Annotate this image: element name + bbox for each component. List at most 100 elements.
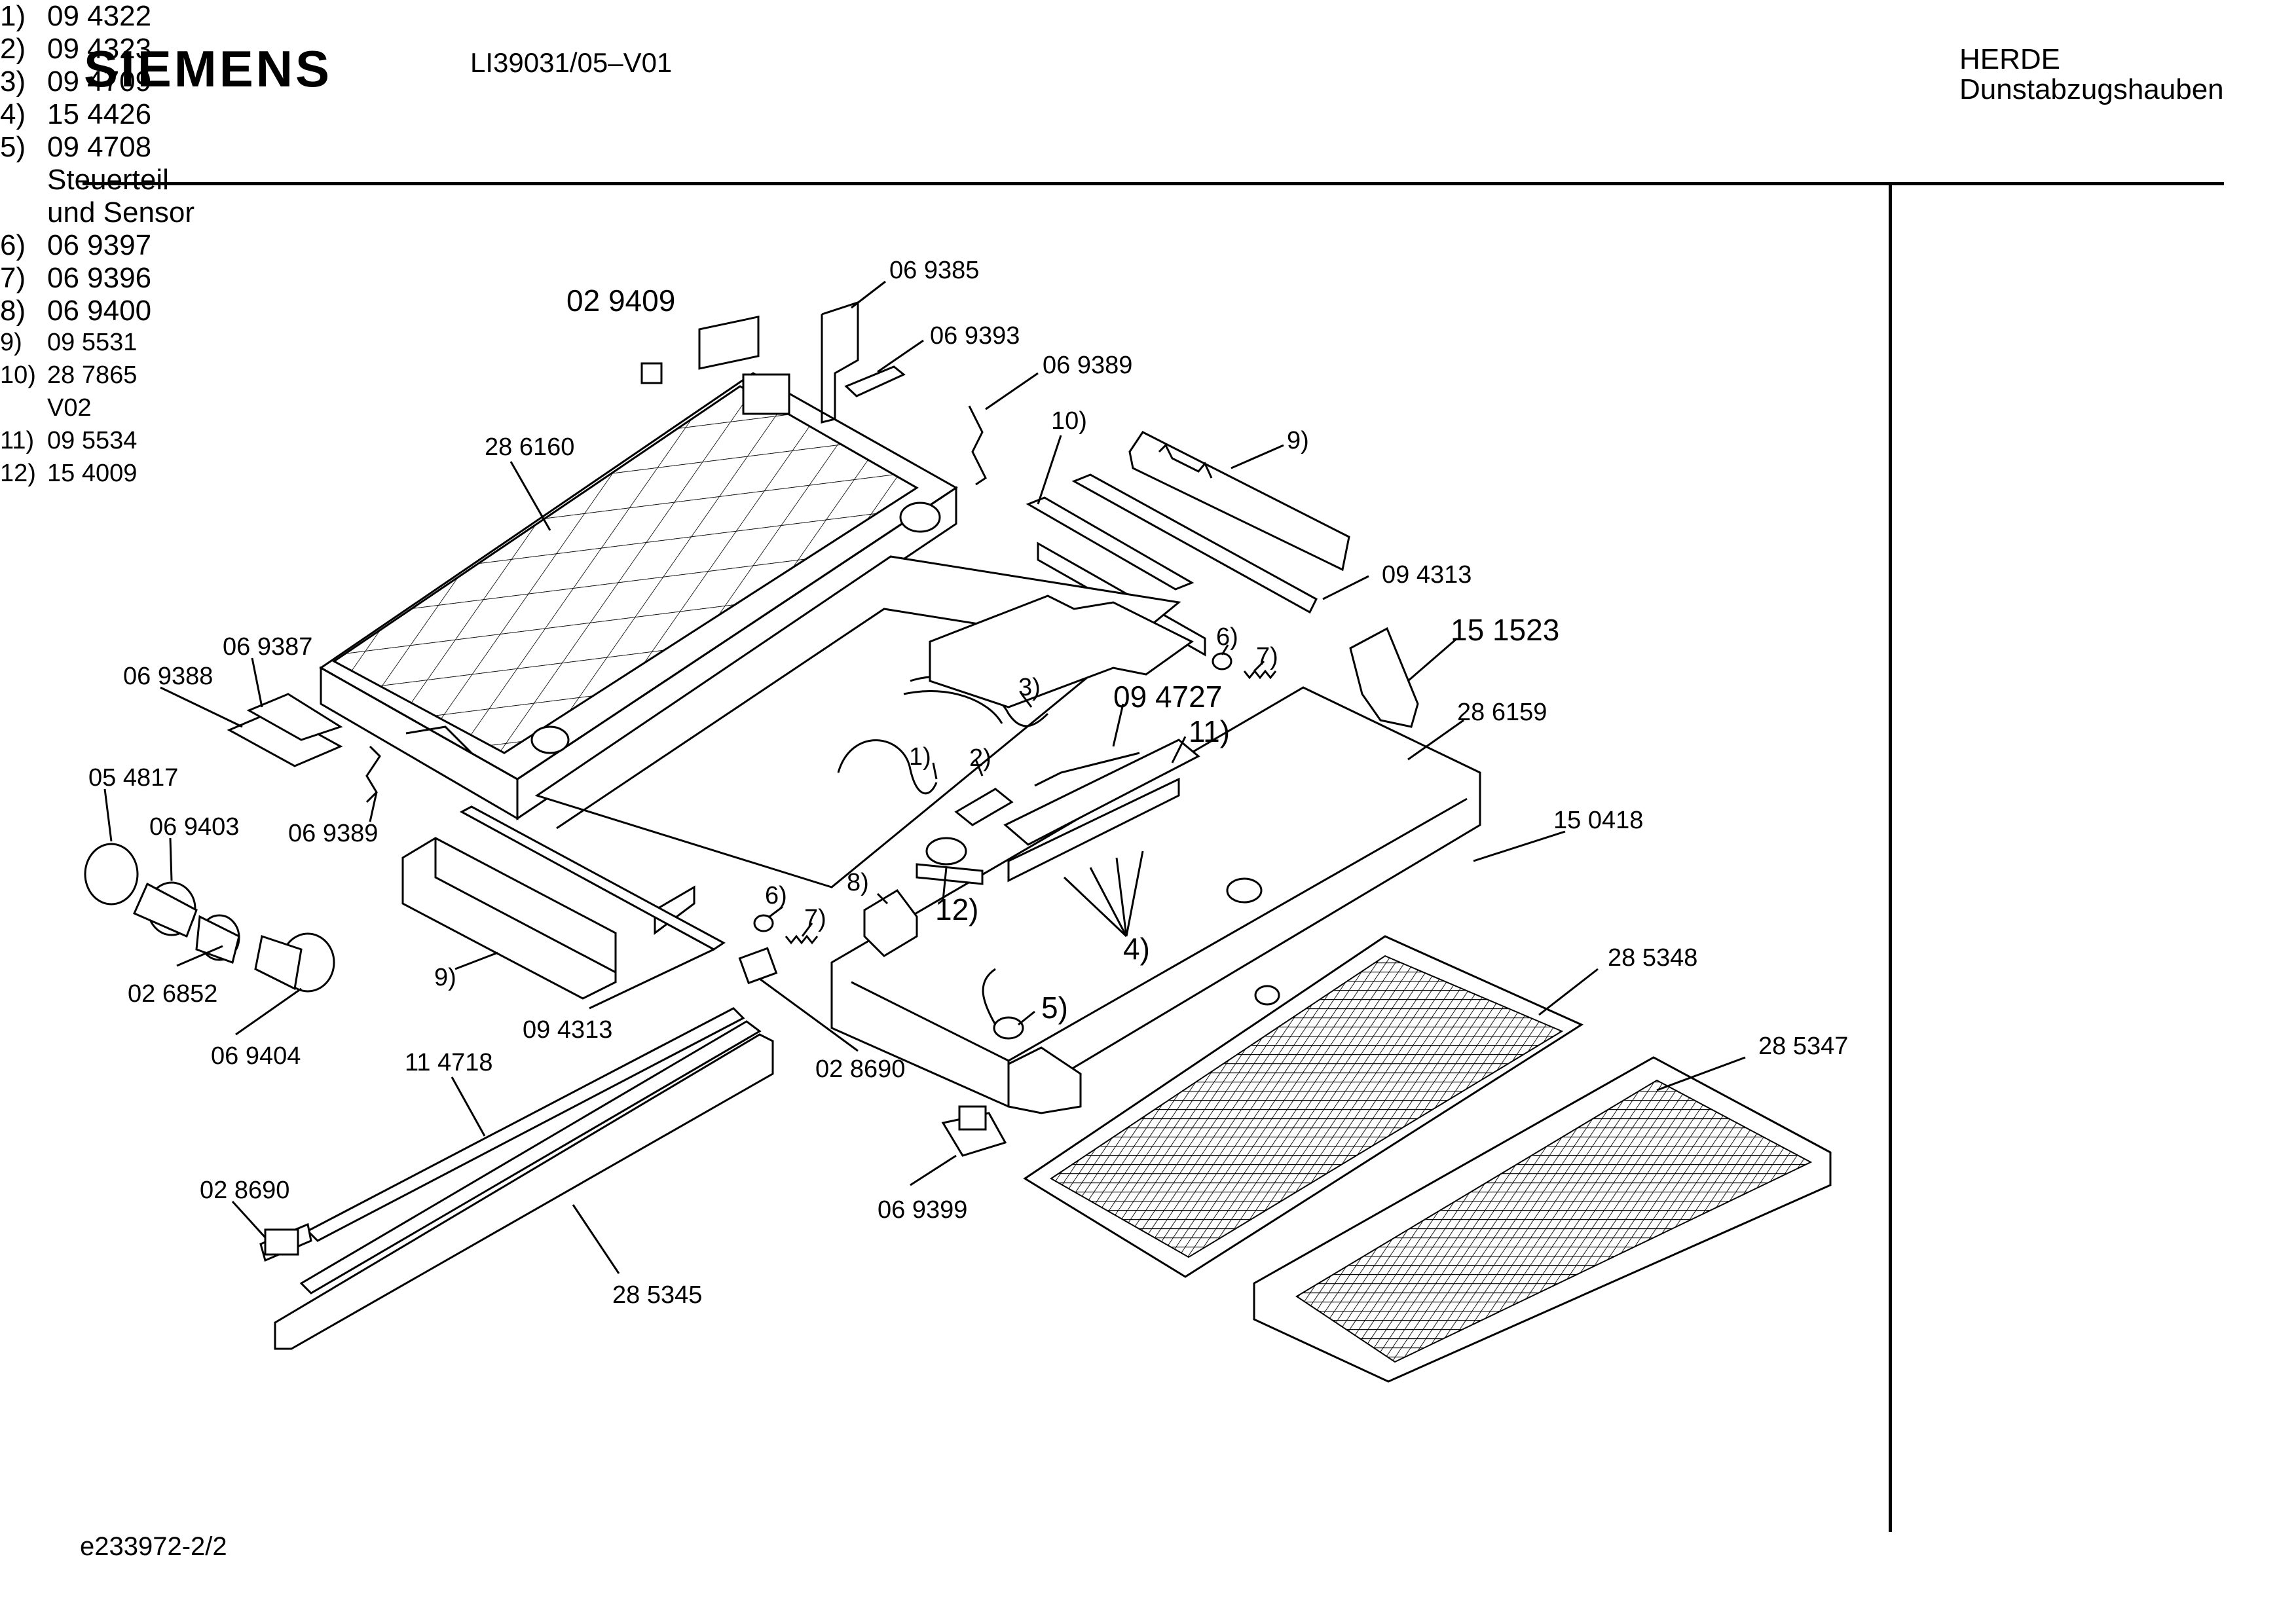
model-number: LI39031/05–V01 bbox=[470, 47, 673, 78]
callout-029409: 02 9409 bbox=[566, 284, 675, 318]
spring-part bbox=[753, 652, 1277, 945]
legend-code: und Sensor bbox=[47, 196, 195, 229]
legend-code: 09 4709 bbox=[47, 65, 152, 98]
callout-6-bottom: 6) bbox=[765, 882, 787, 909]
legend-row: 2)09 4323 bbox=[0, 33, 151, 65]
legend-code: 28 7865 bbox=[47, 361, 138, 389]
lower-rail-part bbox=[401, 805, 726, 1000]
legend-row: 9) 09 5531 bbox=[0, 329, 137, 357]
legend-code: 09 5534 bbox=[47, 427, 138, 454]
filter-rail-part bbox=[1071, 431, 1350, 614]
legend-number: 7) bbox=[0, 262, 26, 294]
legend-row: 12)15 4009 bbox=[0, 460, 137, 488]
grease-filter-part bbox=[1253, 1056, 1832, 1383]
legend-code: V02 bbox=[47, 394, 92, 422]
callout-150418: 15 0418 bbox=[1553, 807, 1643, 834]
legend-code: 15 4009 bbox=[47, 460, 138, 487]
callout-285345: 28 5345 bbox=[612, 1281, 702, 1309]
legend-code: 06 9400 bbox=[47, 295, 152, 327]
callout-286160: 28 6160 bbox=[485, 433, 574, 461]
callout-069393: 06 9393 bbox=[930, 322, 1020, 350]
legend-code: 09 5531 bbox=[47, 329, 138, 356]
micro-switch-part bbox=[738, 947, 778, 985]
callout-6-top: 6) bbox=[1216, 623, 1238, 651]
callout-285348: 28 5348 bbox=[1608, 944, 1697, 972]
callout-9-top: 9) bbox=[1287, 427, 1309, 454]
callout-12: 12) bbox=[935, 892, 978, 926]
rocker-switch-part bbox=[863, 889, 918, 957]
cable-clip-part bbox=[916, 837, 984, 885]
legend-number: 5) bbox=[0, 131, 26, 163]
legend-code: 06 9396 bbox=[47, 262, 152, 294]
legend-code: 06 9397 bbox=[47, 229, 152, 261]
callout-7-top: 7) bbox=[1256, 643, 1278, 670]
shield-part bbox=[1349, 627, 1419, 728]
legend-number: 1) bbox=[0, 0, 26, 32]
callout-labels: 06 9385 02 9409 06 9393 06 9389 10) 9) 2… bbox=[88, 257, 1848, 1309]
legend-number: 6) bbox=[0, 229, 26, 261]
clip-part bbox=[844, 365, 906, 397]
callout-9-bottom: 9) bbox=[434, 964, 456, 991]
callout-094313-top: 09 4313 bbox=[1382, 561, 1472, 589]
legend-row: 6) 06 9397 bbox=[0, 229, 151, 262]
brand-logo: SIEMENS bbox=[84, 40, 333, 98]
control-board-part bbox=[954, 739, 1200, 883]
legend-number: 4) bbox=[0, 98, 26, 130]
leader-lines bbox=[103, 280, 1746, 1274]
legend-row: 3) 09 4709 bbox=[0, 65, 151, 98]
callout-151523: 15 1523 bbox=[1451, 613, 1559, 647]
category-line-2: Dunstabzugshauben bbox=[1959, 73, 2224, 105]
callout-069389-left: 06 9389 bbox=[288, 820, 378, 847]
callout-3: 3) bbox=[1018, 674, 1041, 701]
legend-row: und Sensor bbox=[0, 196, 194, 229]
category-line-1: HERDE bbox=[1959, 43, 2061, 75]
legend-number: 10) bbox=[0, 361, 36, 389]
callout-1: 1) bbox=[909, 743, 931, 771]
legend-row: Steuerteil bbox=[0, 164, 169, 196]
legend-number: 3) bbox=[0, 65, 26, 98]
legend-row: 5)09 4708 bbox=[0, 131, 151, 164]
legend-number: 9) bbox=[0, 329, 22, 356]
lamp-cover-part bbox=[259, 1007, 774, 1350]
legend-row: 10) 28 7865 bbox=[0, 361, 137, 390]
callout-094313-bottom: 09 4313 bbox=[523, 1016, 612, 1044]
upper-housing-part bbox=[319, 372, 958, 820]
callout-094727: 09 4727 bbox=[1113, 680, 1222, 714]
duct-panel-part bbox=[929, 595, 1194, 708]
legend-number: 2) bbox=[0, 33, 26, 65]
clip-part bbox=[365, 745, 381, 803]
wire-harness-part bbox=[837, 739, 938, 795]
callout-4: 4) bbox=[1123, 932, 1150, 966]
callout-2: 2) bbox=[969, 744, 991, 772]
callout-7-bottom: 7) bbox=[804, 905, 826, 932]
callout-286159: 28 6159 bbox=[1457, 699, 1547, 726]
callout-8: 8) bbox=[847, 869, 869, 896]
callout-054817: 05 4817 bbox=[88, 764, 178, 792]
legend-row: 8) 06 9400 bbox=[0, 295, 151, 327]
lamp-holder-part bbox=[84, 843, 335, 993]
callout-10: 10) bbox=[1051, 407, 1087, 435]
callout-069399: 06 9399 bbox=[878, 1196, 967, 1224]
wire-harness-part bbox=[903, 690, 1003, 724]
legend-code: Steuerteil bbox=[47, 164, 169, 196]
callout-028690-mid: 02 8690 bbox=[815, 1055, 905, 1083]
callout-069388: 06 9388 bbox=[123, 663, 213, 690]
legend-number: 11) bbox=[0, 427, 35, 454]
legend-row: V02 bbox=[0, 394, 92, 422]
header-divider bbox=[83, 182, 2224, 185]
clip-part bbox=[968, 405, 987, 486]
callout-069387: 06 9387 bbox=[223, 633, 312, 661]
callout-285347: 28 5347 bbox=[1758, 1033, 1848, 1060]
sensor-part bbox=[982, 968, 1024, 1040]
callout-028690-left: 02 8690 bbox=[200, 1177, 289, 1204]
callout-114718: 11 4718 bbox=[405, 1049, 493, 1076]
legend-row: 4)15 4426 bbox=[0, 98, 151, 131]
legend-row: 11) 09 5534 bbox=[0, 427, 137, 455]
legend-number: 8) bbox=[0, 295, 26, 327]
callout-069403: 06 9403 bbox=[149, 813, 239, 841]
callout-5: 5) bbox=[1041, 991, 1068, 1025]
legend-row: 1) 09 4322 bbox=[0, 0, 151, 33]
legend-code: 09 4322 bbox=[47, 0, 152, 32]
grease-filter-part bbox=[1023, 935, 1584, 1278]
